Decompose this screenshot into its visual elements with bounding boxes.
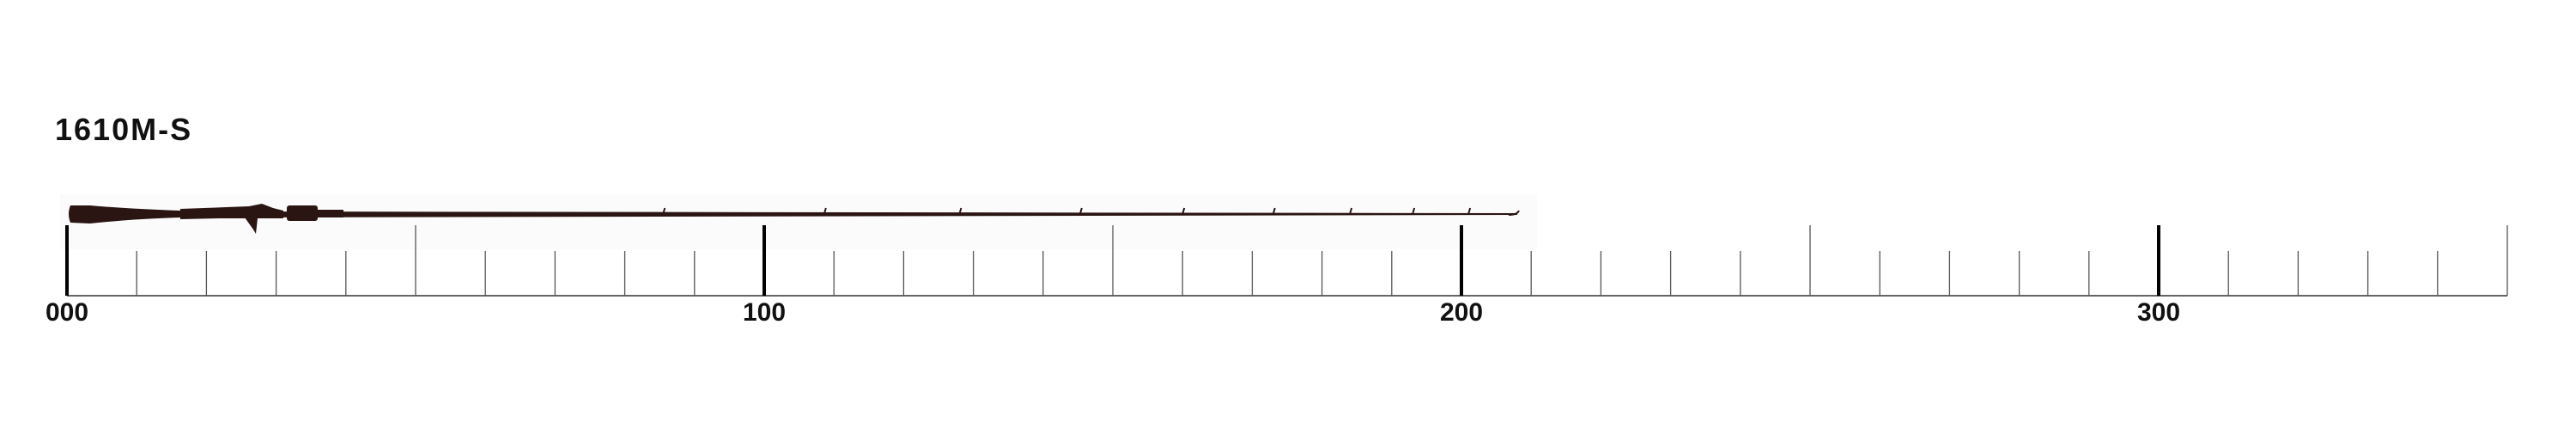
reel-seat	[180, 204, 283, 219]
rear-grip	[69, 205, 180, 224]
fishing-rod-image	[69, 204, 1520, 234]
rod-guide-icon	[818, 207, 827, 215]
rod-guide-icon	[1177, 207, 1186, 215]
measurement-ruler: 000 100 200 300	[46, 225, 2508, 327]
ruler-label: 000	[46, 298, 88, 327]
rod-guide-icon	[954, 207, 963, 215]
trigger	[245, 217, 258, 234]
rod-guide-icon	[658, 207, 666, 215]
ruler-label: 300	[2137, 298, 2180, 327]
ruler-label: 100	[743, 298, 786, 327]
hook-keeper	[318, 210, 343, 217]
rod-guide-icon	[1074, 207, 1083, 215]
rod-guide-icon	[1407, 207, 1416, 215]
tip-top-guide-icon	[1508, 210, 1520, 216]
rod-guide-icon	[1267, 207, 1276, 215]
rod-guide-icon	[1463, 207, 1472, 215]
rod-model-title: 1610M-S	[55, 112, 193, 147]
ruler-label: 200	[1440, 298, 1483, 327]
fore-grip	[287, 205, 318, 221]
rod-guide-icon	[1345, 207, 1353, 215]
rod-blank	[206, 211, 1517, 217]
rod-photo-background	[60, 194, 1537, 249]
